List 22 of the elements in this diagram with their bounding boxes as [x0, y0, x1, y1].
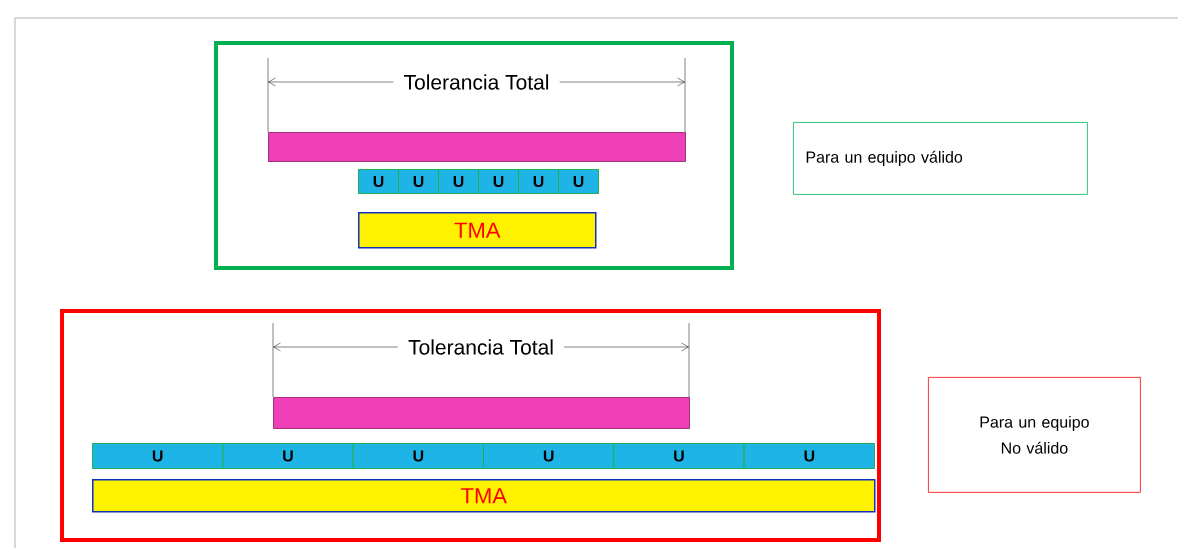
dimension-label: Tolerancia Total: [408, 339, 553, 355]
uncertainty-cell: U: [478, 169, 519, 194]
uncertainty-cell: U: [438, 169, 479, 194]
frame: [60, 309, 881, 542]
uncertainty-cell: U: [613, 443, 745, 469]
uncertainty-cell: U: [398, 169, 439, 194]
note-box: Para un equipo No válido: [928, 377, 1141, 493]
tma-bar: TMA: [358, 212, 597, 249]
frame: [214, 41, 734, 270]
uncertainty-cell: U: [483, 443, 615, 469]
dimension-label: Tolerancia Total: [404, 74, 549, 90]
uncertainty-cell: U: [92, 443, 224, 469]
tma-bar: TMA: [92, 479, 876, 513]
uncertainty-cell: U: [518, 169, 559, 194]
uncertainty-cell: U: [358, 169, 399, 194]
uncertainty-cell: U: [558, 169, 599, 194]
tolerance-bar: [268, 132, 686, 162]
uncertainty-cell: U: [743, 443, 875, 469]
uncertainty-cell: U: [352, 443, 484, 469]
tolerance-bar: [273, 397, 690, 429]
uncertainty-cell: U: [222, 443, 354, 469]
note-box: Para un equipo válido: [793, 122, 1088, 195]
